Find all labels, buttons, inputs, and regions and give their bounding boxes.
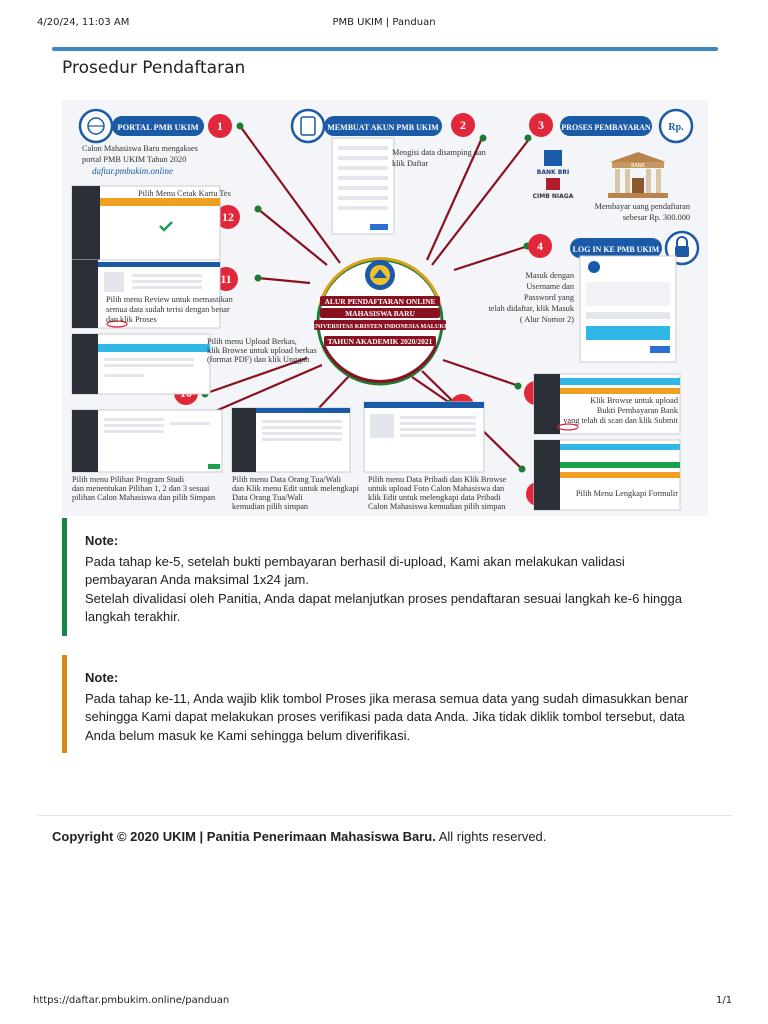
svg-text:Data Orang Tua/Wali: Data Orang Tua/Wali [232,493,303,502]
banner-login: LOG IN KE PMB UKIM [570,230,700,266]
svg-text:( Alur Nomor 2): ( Alur Nomor 2) [520,315,574,324]
svg-text:untuk upload Foto Calon Mahasi: untuk upload Foto Calon Mahasiswa dan [368,484,505,493]
banner-akun: MEMBUAT AKUN PMB UKIM [290,108,442,144]
svg-text:dan Klik menu Edit untuk melen: dan Klik menu Edit untuk melengkapi [232,484,360,493]
bank-building-icon: BANK [608,152,668,198]
svg-text:BANK: BANK [631,163,646,169]
svg-text:klik Browse untuk upload berka: klik Browse untuk upload berkas [207,346,317,355]
connector-lines [203,125,531,471]
note-line: sehingga Kami dapat melakukan proses ver… [85,709,685,724]
svg-text:Klik Browse untuk upload: Klik Browse untuk upload [590,396,679,405]
svg-text:dan klik Proses: dan klik Proses [106,315,157,324]
banner-akun-label: MEMBUAT AKUN PMB UKIM [327,123,439,132]
registration-flow-infographic: ALUR PENDAFTARAN ONLINE MAHASISWA BARU U… [62,100,708,516]
screenshot-mockups: BANK BRI CIMB NIAGA BANK [71,137,681,511]
note-validation: Note: Pada tahap ke-5, setelah bukti pem… [62,518,718,636]
svg-text:12: 12 [222,210,234,224]
svg-text:telah didaftar, klik Masuk: telah didaftar, klik Masuk [489,304,575,313]
infographic-svg: ALUR PENDAFTARAN ONLINE MAHASISWA BARU U… [71,108,700,511]
svg-text:Bukti Pembayaran Bank: Bukti Pembayaran Bank [597,406,679,415]
svg-text:(format PDF) dan klik Unggah: (format PDF) dan klik Unggah [207,355,310,364]
svg-text:4: 4 [537,239,543,253]
banner-portal-label: PORTAL PMB UKIM [117,122,198,132]
center-title-line3: UNIVERSITAS KRISTEN INDONESIA MALUKU [311,323,449,330]
svg-text:yang telah di scan dan klik Su: yang telah di scan dan klik Submit [563,416,678,425]
svg-text:Pilih Menu Lengkapi Formulir: Pilih Menu Lengkapi Formulir [576,489,678,498]
portal-url: daftar.pmbukim.online [92,166,173,176]
copyright-text: Copyright © 2020 UKIM | Panitia Penerima… [52,829,436,844]
banner-bayar: Rp. PROSES PEMBAYARAN [560,108,694,144]
svg-text:CIMB NIAGA: CIMB NIAGA [533,193,574,200]
svg-text:Pilih menu Data Pribadi dan Kl: Pilih menu Data Pribadi dan Klik Browse [368,475,507,484]
print-datetime: 4/20/24, 11:03 AM [37,17,130,28]
copyright-footer: Copyright © 2020 UKIM | Panitia Penerima… [52,829,546,844]
note-line: Setelah divalidasi oleh Panitia, Anda da… [85,590,682,606]
svg-text:Rp.: Rp. [668,122,684,133]
svg-text:Pilih menu Review untuk memast: Pilih menu Review untuk memastikan [106,295,234,304]
rupiah-icon [658,108,694,144]
svg-text:Masuk dengan: Masuk dengan [525,271,574,280]
clipboard-icon [290,108,326,144]
print-url: https://daftar.pmbukim.online/panduan [33,995,230,1006]
svg-text:Calon Mahasiswa kemudian pilih: Calon Mahasiswa kemudian pilih simpan [368,502,506,511]
svg-text:11: 11 [220,272,231,286]
svg-text:Calon Mahasiswa Baru mengakses: Calon Mahasiswa Baru mengakses [82,144,198,153]
footer-divider [38,815,732,816]
center-ring: ALUR PENDAFTARAN ONLINE MAHASISWA BARU U… [311,257,449,386]
print-page-number: 1/1 [716,995,733,1006]
svg-text:Username dan: Username dan [526,282,575,291]
svg-text:3: 3 [538,118,544,132]
svg-text:klik Edit untuk melengkapi dat: klik Edit untuk melengkapi data Pribadi [368,493,501,502]
svg-text:klik Daftar: klik Daftar [392,159,428,168]
banner-bayar-label: PROSES PEMBAYARAN [561,123,651,132]
note-process-button: Note: Pada tahap ke-11, Anda wajib klik … [62,655,718,753]
center-title-line2: MAHASISWA BARU [345,309,415,318]
svg-text:Pilih menu Pilihan Program Stu: Pilih menu Pilihan Program Studi [72,475,185,484]
svg-text:BANK BRI: BANK BRI [537,169,569,176]
svg-text:Mengisi data disamping dan: Mengisi data disamping dan [392,148,487,157]
captions: Calon Mahasiswa Baru mengakses portal PM… [72,144,691,511]
card-accent-line [52,47,718,51]
note-line: Pada tahap ke-5, setelah bukti pembayara… [85,553,625,569]
svg-text:kemudian pilih simpan: kemudian pilih simpan [232,502,309,511]
note-title: Note: [85,670,119,685]
svg-text:pilihan Calon Mahasiswa dan pi: pilihan Calon Mahasiswa dan pilih Simpan [72,493,216,502]
note-line: pembayaran Anda maksimal 1x24 jam. [85,572,310,587]
note-line: langkah terakhir. [85,609,181,624]
center-title-line1: ALUR PENDAFTARAN ONLINE [324,297,435,306]
note-title: Note: [85,533,119,548]
svg-text:dan menentukan Pilihan 1, 2 da: dan menentukan Pilihan 1, 2 dan 3 sesuai [72,484,210,493]
svg-text:1: 1 [217,119,223,133]
svg-text:Pilih menu Data Orang Tua/Wali: Pilih menu Data Orang Tua/Wali [232,475,342,484]
center-title-line4: TAHUN AKADEMIK 2020/2021 [328,337,433,346]
cimb-logo-icon [546,178,560,190]
banner-portal: PORTAL PMB UKIM [78,108,204,144]
svg-text:sebesar Rp. 300.000: sebesar Rp. 300.000 [623,213,690,222]
bri-logo-icon [544,150,562,166]
banner-login-label: LOG IN KE PMB UKIM [573,245,660,254]
svg-text:Membayar uang pendaftaran: Membayar uang pendaftaran [595,202,691,211]
svg-text:Password yang: Password yang [524,293,574,302]
print-doc-title: PMB UKIM | Panduan [332,17,436,28]
svg-text:2: 2 [460,118,466,132]
svg-text:semua data sudah terisi dengan: semua data sudah terisi dengan benar [106,305,230,314]
page-title: Prosedur Pendaftaran [62,58,246,78]
svg-text:Pilih menu Upload Berkas,: Pilih menu Upload Berkas, [207,337,297,346]
note-line: Anda belum masuk ke Kami sehingga belum … [85,727,411,743]
svg-text:Pilih Menu Cetak Kartu Tes: Pilih Menu Cetak Kartu Tes [138,189,231,198]
rights-text: All rights reserved. [435,829,547,844]
note-line: Pada tahap ke-11, Anda wajib klik tombol… [85,690,689,706]
svg-text:portal PMB UKIM Tahun 2020: portal PMB UKIM Tahun 2020 [82,155,186,164]
